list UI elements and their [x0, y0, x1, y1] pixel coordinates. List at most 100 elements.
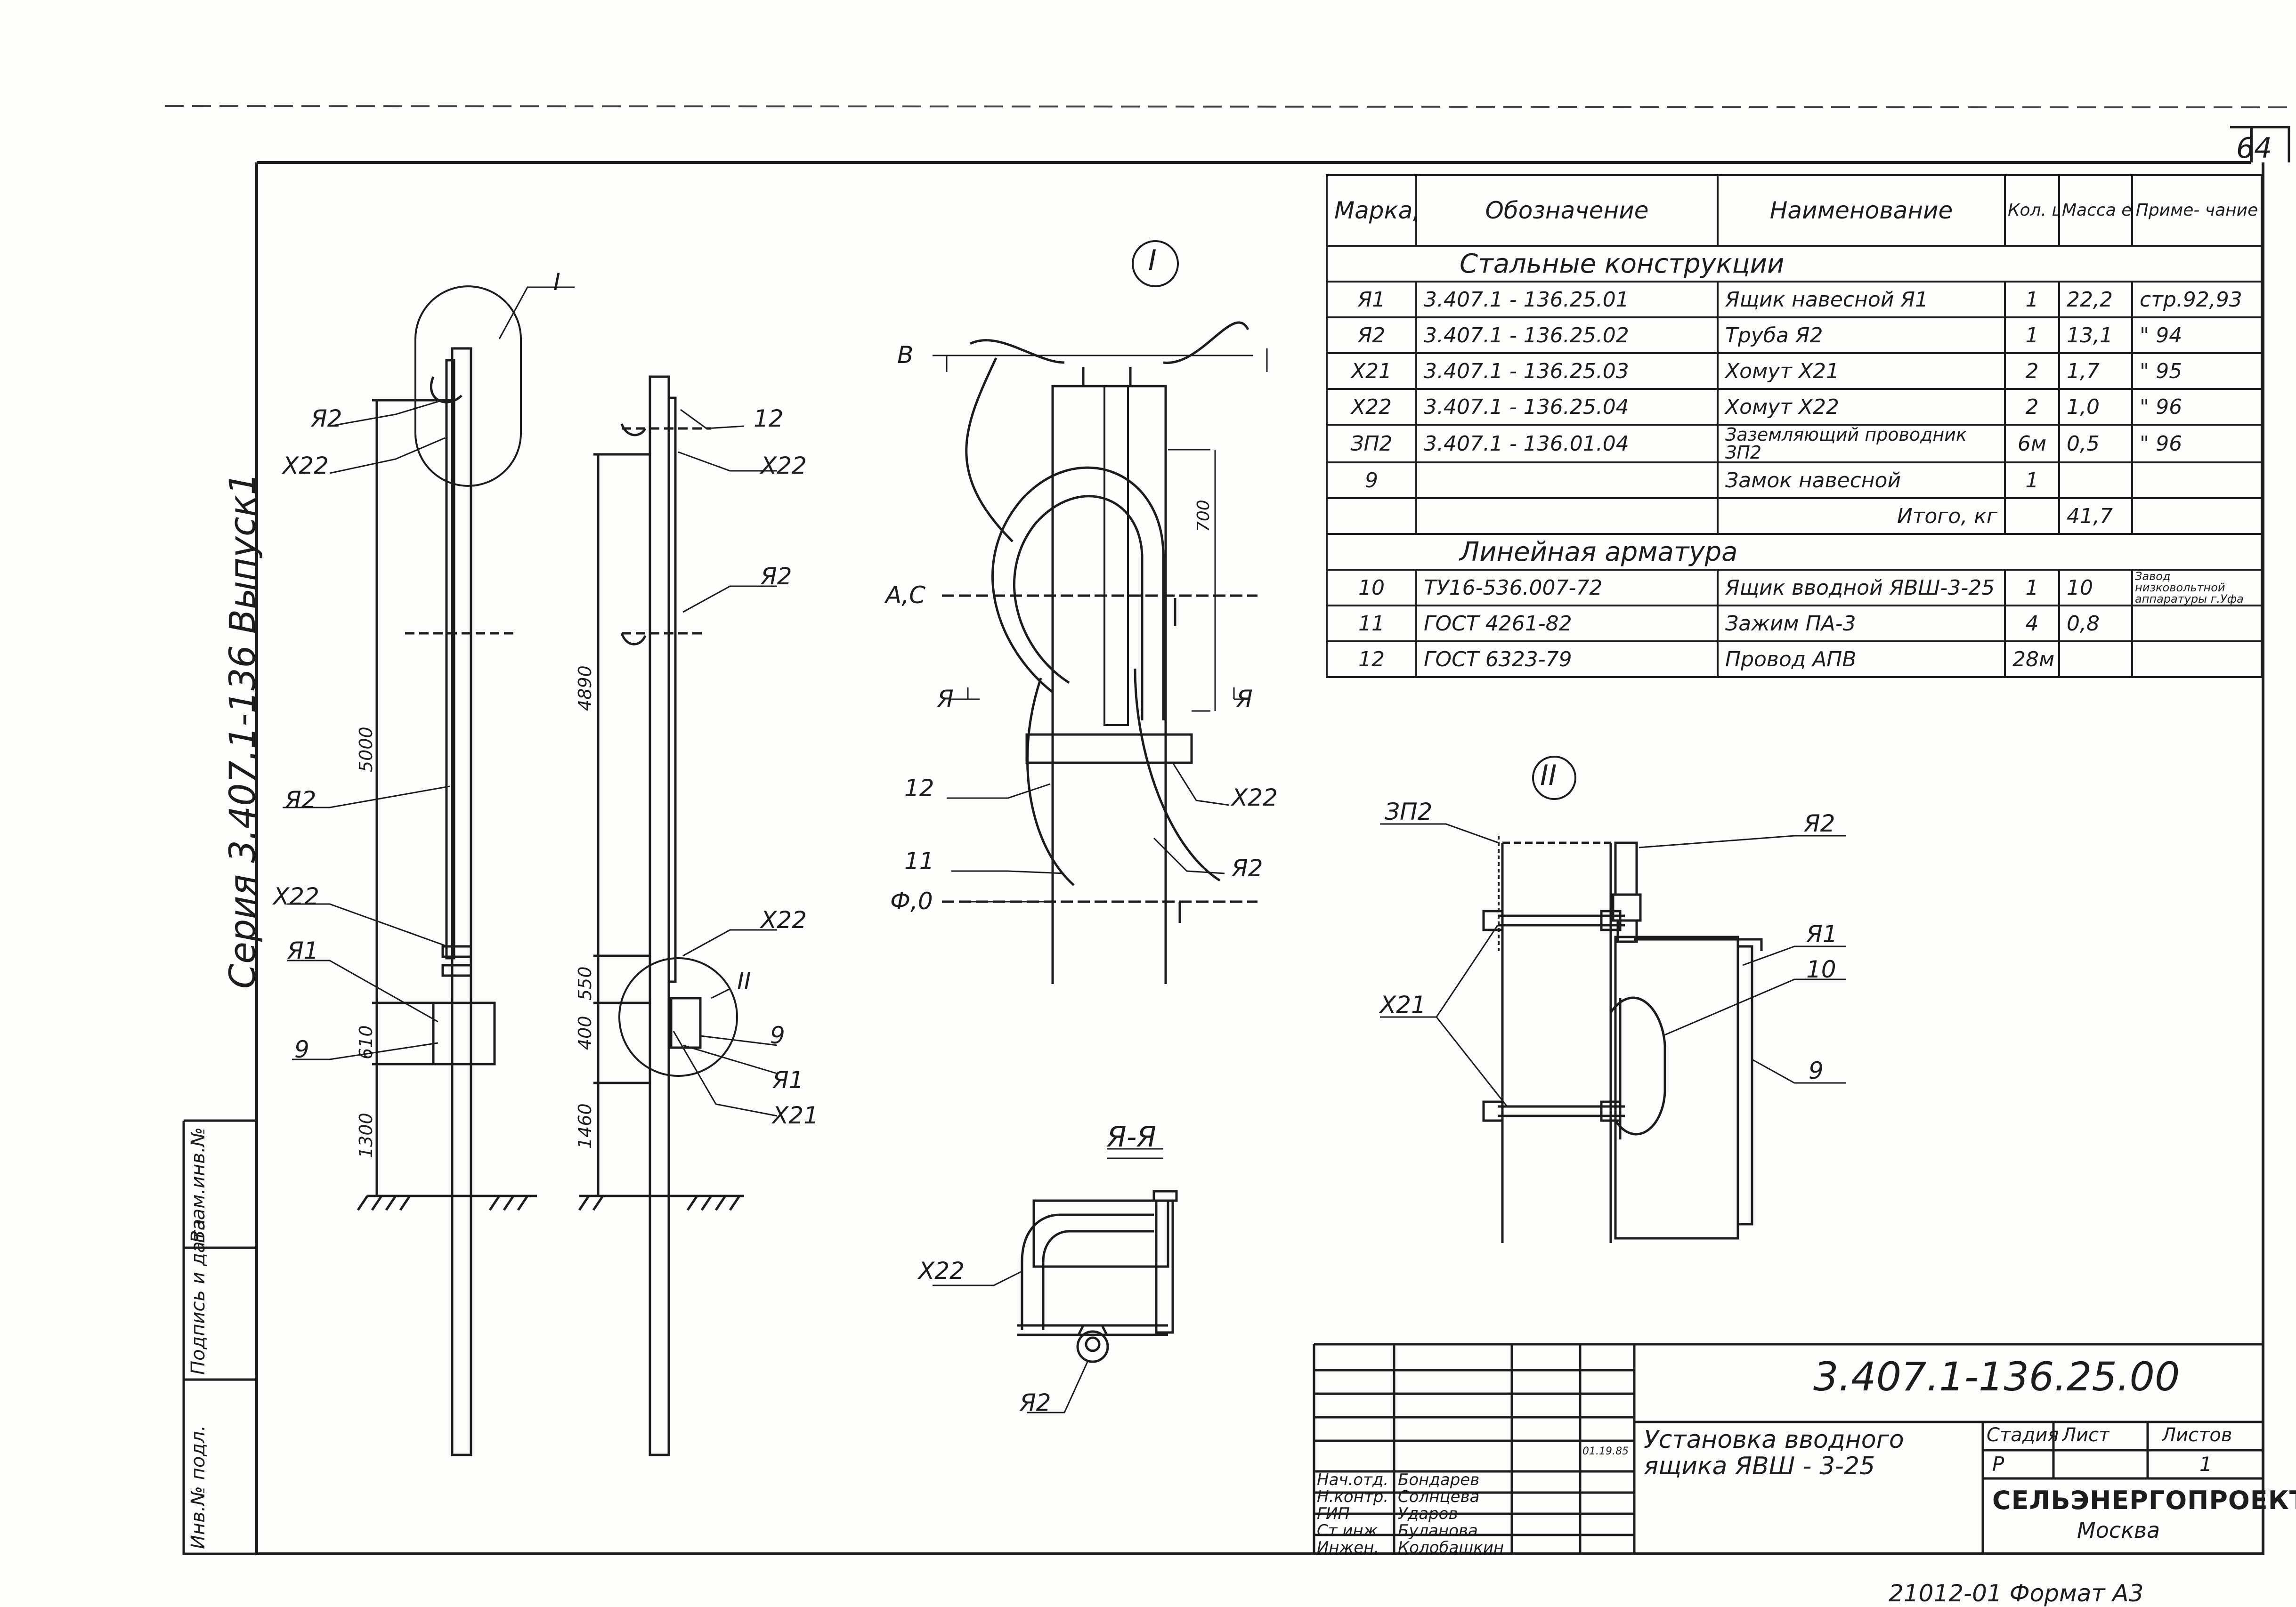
cell-designation: 3.407.1 - 136.01.04 — [1415, 424, 1719, 463]
cell-name: Провод АПВ — [1717, 640, 2006, 678]
cell-qty: 1 — [2004, 461, 2060, 499]
dim-700: 700 — [1194, 500, 1213, 532]
cell-designation: 3.407.1 - 136.25.04 — [1415, 388, 1719, 426]
cell-qty: 28м — [2004, 640, 2060, 678]
dim-left-610: 610 — [356, 1025, 376, 1059]
leader-label: 12 — [754, 405, 784, 432]
leader-label: Х22 — [1232, 784, 1278, 811]
cell-mark: Х21 — [1326, 352, 1417, 390]
signature-role: Ст.инж. — [1317, 1521, 1383, 1540]
leader-label: Я — [1236, 685, 1253, 712]
header-name: Наименование — [1717, 174, 2006, 247]
stage-label: Стадия — [1987, 1424, 2059, 1446]
section-steel: Стальные конструкции — [1326, 245, 2263, 283]
cell-name: Хомут Х22 — [1717, 388, 2006, 426]
sign-date: 01.19.85 — [1582, 1445, 1629, 1457]
cell-name: Труба Я2 — [1717, 316, 2006, 354]
cell-mass: 13,1 — [2058, 316, 2133, 354]
cell-mass: 0,8 — [2058, 605, 2133, 642]
leader-label: 12 — [904, 775, 934, 802]
dim-mid-550: 550 — [575, 966, 595, 1001]
callout-1-label: I — [1148, 244, 1157, 277]
section-label: Я-Я — [1107, 1121, 1157, 1154]
dim-left-1300: 1300 — [356, 1113, 376, 1158]
org-name: СЕЛЬЭНЕРГОПРОЕКТ — [1992, 1486, 2296, 1515]
sheets-label: Листов — [2162, 1424, 2232, 1446]
cell-qty: 4 — [2004, 605, 2060, 642]
cell-mass — [2058, 640, 2133, 678]
cell-note: " 96 — [2131, 424, 2263, 463]
cell-note — [2131, 461, 2263, 499]
signature-role: Инжен. — [1317, 1538, 1379, 1557]
leader-label: Х22 — [273, 883, 319, 910]
cell-qty: 2 — [2004, 352, 2060, 390]
leader-label: Я1 — [287, 937, 319, 964]
leader-label: Х22 — [918, 1257, 965, 1284]
stage-value: Р — [1992, 1453, 2004, 1476]
signature-role: Нач.отд. — [1317, 1470, 1389, 1489]
leader-label: Я1 — [1806, 921, 1838, 948]
signature-name: Буланова — [1398, 1521, 1478, 1540]
leader-label: ЗП2 — [1385, 798, 1433, 825]
leader-label: Х22 — [761, 906, 807, 934]
cell-designation: ГОСТ 6323-79 — [1415, 640, 1719, 678]
stamp-replace-label: Взам.инв.№ — [187, 1127, 209, 1243]
leader-label: I — [553, 268, 560, 296]
dim-mid-1460: 1460 — [575, 1103, 595, 1149]
cell-mass: 1,0 — [2058, 388, 2133, 426]
cell-qty: 1 — [2004, 281, 2060, 318]
leader-label: Я2 — [311, 405, 342, 432]
dim-mid-4890: 4890 — [575, 665, 595, 711]
cell-mark: 10 — [1326, 569, 1417, 606]
cell-mass: 0,5 — [2058, 424, 2133, 463]
leader-label: Я — [937, 685, 954, 712]
sheet-label: Лист — [2062, 1424, 2110, 1446]
org-city: Москва — [2077, 1518, 2160, 1543]
cell-mark: Я1 — [1326, 281, 1417, 318]
cell-qty: 1 — [2004, 316, 2060, 354]
leader-label: Я2 — [761, 563, 792, 590]
dim-mid-400: 400 — [575, 1016, 595, 1050]
cell-mark: 9 — [1326, 461, 1417, 499]
stamp-sign-label: Подпись и дата — [187, 1219, 209, 1375]
cell-designation: 3.407.1 - 136.25.03 — [1415, 352, 1719, 390]
cell-qty: 1 — [2004, 569, 2060, 606]
doc-code: 3.407.1-136.25.00 — [1813, 1354, 2180, 1400]
series-label: Серия 3.407.1-136 Выпуск1 — [221, 472, 263, 989]
cell-designation: ТУ16-536.007-72 — [1415, 569, 1719, 606]
cell-name: Хомут Х21 — [1717, 352, 2006, 390]
signature-name: Солнцева — [1398, 1487, 1480, 1506]
cell-mass — [2058, 461, 2133, 499]
cell-mark: 11 — [1326, 605, 1417, 642]
leader-label: 9 — [294, 1036, 309, 1063]
total-value: 41,7 — [2058, 497, 2133, 535]
cell-designation: 3.407.1 - 136.25.02 — [1415, 316, 1719, 354]
cell-note: " 94 — [2131, 316, 2263, 354]
cell-name: Заземляющий проводник ЗП2 — [1717, 424, 2006, 463]
cell-empty — [1415, 497, 1719, 535]
cell-mass: 10 — [2058, 569, 2133, 606]
signature-role: Н.контр. — [1317, 1487, 1389, 1506]
leader-label: Х22 — [761, 452, 807, 479]
leader-label: 11 — [904, 848, 934, 875]
leader-label: Я1 — [772, 1066, 804, 1094]
bottom-note: 21012-01 Формат А3 — [1889, 1580, 2144, 1607]
leader-label: Х21 — [772, 1102, 819, 1129]
cell-note: стр.92,93 — [2131, 281, 2263, 318]
signature-name: Ударов — [1398, 1504, 1458, 1523]
cell-note — [2131, 605, 2263, 642]
cell-name: Ящик вводной ЯВШ-3-25 — [1717, 569, 2006, 606]
cell-mass: 1,7 — [2058, 352, 2133, 390]
cell-mark: 12 — [1326, 640, 1417, 678]
header-note: Приме- чание — [2131, 174, 2263, 247]
